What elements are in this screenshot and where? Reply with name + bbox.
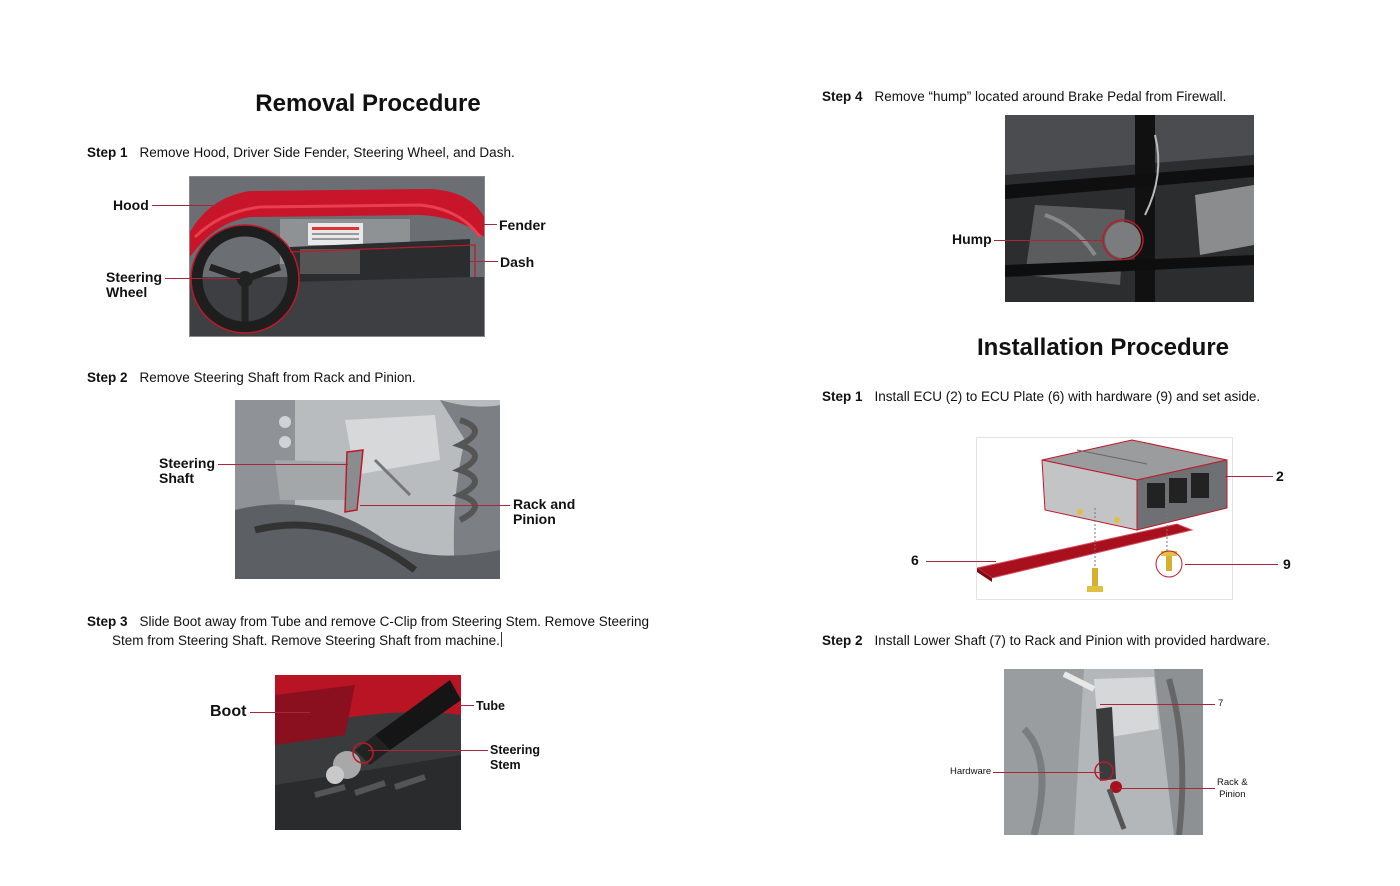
installation-step-2: Step 2 Install Lower Shaft (7) to Rack an…	[822, 631, 1270, 650]
step-label: Step 3	[87, 614, 128, 629]
step-label: Step 4	[822, 89, 863, 104]
leader-steering-shaft	[218, 464, 348, 465]
dash-photo	[189, 176, 485, 337]
step-label: Step 1	[87, 145, 128, 160]
callout-fender: Fender	[499, 217, 546, 233]
text-cursor	[500, 632, 502, 647]
leader-steering-stem	[368, 750, 488, 751]
callout-ecu: 2	[1276, 468, 1284, 484]
leader-hardware-num	[1185, 564, 1278, 565]
leader-rack-pinion	[360, 505, 510, 506]
callout-hardware-num: 9	[1283, 556, 1291, 572]
step-label: Step 1	[822, 389, 863, 404]
callout-hump: Hump	[952, 231, 992, 247]
callout-steering-shaft: Steering Shaft	[159, 455, 216, 486]
step-text: Remove Steering Shaft from Rack and Pini…	[139, 370, 416, 385]
leader-plate	[926, 561, 996, 562]
step-label: Step 2	[87, 370, 128, 385]
installation-step-1: Step 1 Install ECU (2) to ECU Plate (6) w…	[822, 387, 1260, 406]
step-text: Remove Hood, Driver Side Fender, Steerin…	[139, 145, 515, 160]
leader-lower-shaft	[1100, 704, 1215, 705]
callout-tube: Tube	[476, 699, 505, 713]
removal-title: Removal Procedure	[255, 90, 481, 117]
callout-steering-wheel: Steering Wheel	[106, 269, 163, 300]
removal-step-4: Step 4 Remove “hump” located around Brake…	[822, 87, 1226, 106]
callout-install-rack-pinion: Rack & Pinion	[1217, 777, 1248, 800]
leader-install-rack-pinion	[1118, 788, 1215, 789]
callout-rack-pinion: Rack and Pinion	[513, 496, 576, 527]
leader-boot	[250, 712, 310, 713]
leader-steering-wheel	[165, 278, 240, 279]
ecu-diagram	[976, 437, 1233, 600]
leader-dash	[470, 261, 498, 262]
leader-hood	[152, 205, 232, 206]
callout-plate: 6	[911, 552, 919, 568]
removal-step-3-continuation: Stem from Steering Shaft. Remove Steerin…	[112, 631, 502, 650]
step-text: Install ECU (2) to ECU Plate (6) with ha…	[874, 389, 1261, 404]
lower-shaft-photo	[1004, 669, 1203, 835]
step-text: Remove “hump” located around Brake Pedal…	[874, 89, 1227, 104]
boot-photo	[275, 675, 461, 830]
leader-hump	[994, 240, 1104, 241]
callout-hood: Hood	[113, 197, 149, 213]
leader-fender	[478, 224, 497, 225]
callout-steering-stem: Steering Stem	[490, 743, 541, 772]
leader-tube	[455, 705, 474, 706]
leader-hardware	[993, 772, 1103, 773]
removal-step-1: Step 1 Remove Hood, Driver Side Fender, S…	[87, 143, 515, 162]
callout-boot: Boot	[210, 703, 247, 720]
rack-pinion-photo	[235, 400, 500, 579]
step-text: Install Lower Shaft (7) to Rack and Pini…	[874, 633, 1270, 648]
step-text-line-1: Slide Boot away from Tube and remove C-C…	[139, 614, 649, 629]
removal-step-3: Step 3 Slide Boot away from Tube and remo…	[87, 612, 649, 631]
leader-ecu	[1225, 476, 1273, 477]
callout-hardware: Hardware	[950, 766, 992, 777]
removal-step-2: Step 2 Remove Steering Shaft from Rack an…	[87, 368, 416, 387]
hump-photo	[1005, 115, 1254, 302]
callout-dash: Dash	[500, 254, 535, 270]
step-text-line-2: Stem from Steering Shaft. Remove Steerin…	[112, 633, 500, 648]
installation-title: Installation Procedure	[976, 334, 1230, 361]
step-label: Step 2	[822, 633, 863, 648]
callout-lower-shaft: 7	[1218, 698, 1224, 709]
